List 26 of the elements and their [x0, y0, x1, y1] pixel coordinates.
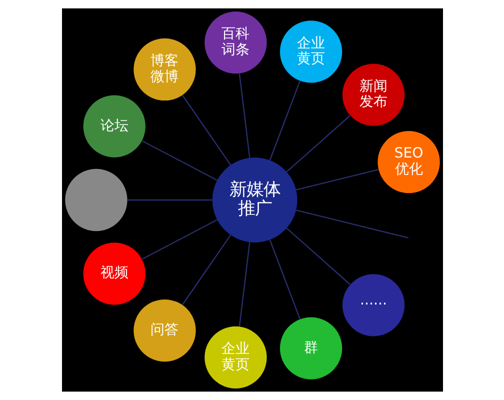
node-circle: 百科词条	[204, 12, 266, 74]
node-circle: 问答	[133, 299, 196, 362]
node-circle: 论坛	[82, 95, 145, 158]
connector	[182, 234, 231, 306]
connector	[238, 74, 250, 158]
node-circle: 企业黄页	[204, 326, 266, 388]
connector	[268, 80, 300, 160]
node-circle: 视频	[82, 242, 145, 305]
connector	[141, 219, 217, 260]
node-circle: 新闻发布	[342, 64, 404, 126]
node-circle: 新媒体推广	[212, 158, 297, 242]
connector	[295, 168, 378, 190]
connector	[127, 199, 212, 201]
connector	[286, 228, 350, 285]
node-circle	[64, 168, 127, 232]
node-circle: SEO 优化	[377, 130, 440, 194]
node-circle: ······	[342, 274, 404, 336]
node-circle: 企业黄页	[279, 20, 342, 83]
connector	[268, 240, 300, 320]
node-circle: 博客微博	[133, 38, 196, 101]
connector	[286, 115, 350, 172]
connector	[182, 94, 231, 166]
node-circle: 群	[279, 317, 342, 380]
connector	[295, 210, 408, 238]
connector	[141, 140, 217, 181]
connector	[238, 242, 250, 326]
